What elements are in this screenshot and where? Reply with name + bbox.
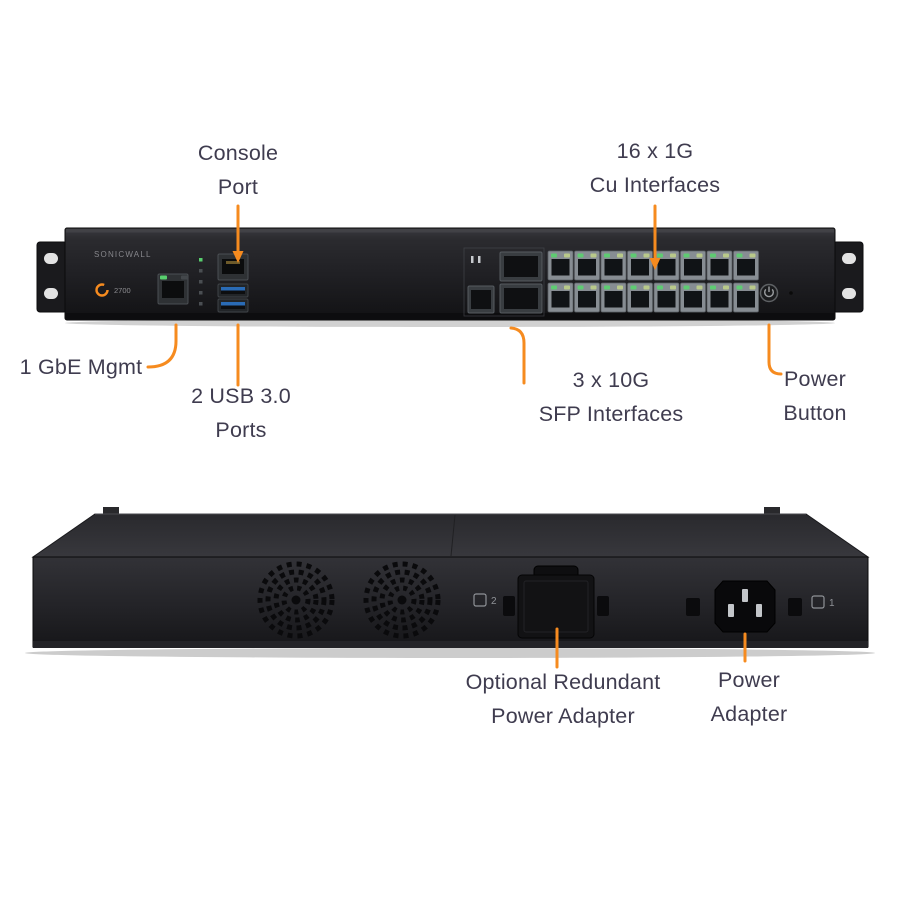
callout-power-adapter: Power Adapter [689, 663, 809, 731]
redundant-psu-slot [503, 565, 609, 639]
callout-redundant-psu: Optional Redundant Power Adapter [443, 665, 683, 733]
callout-lines [146, 204, 783, 669]
sonicwall-logo-icon [95, 283, 109, 297]
chassis-bottom-bevel [66, 313, 834, 319]
cu-arrowhead-icon [649, 258, 661, 270]
callout-usb-line1: 2 USB 3.0 [191, 384, 291, 408]
sfp-ports [463, 247, 545, 317]
chassis-top-highlight [66, 229, 834, 233]
callout-usb-line2: Ports [215, 418, 267, 442]
model-text: 2700 [114, 286, 131, 295]
callout-redundant-line1: Optional Redundant [465, 670, 661, 694]
ac-power-inlet [686, 580, 802, 633]
status-leds-icon [199, 258, 203, 306]
fan-grille-right-icon [363, 561, 441, 639]
callout-mgmt: 1 GbE Mgmt [16, 350, 146, 384]
power-button [759, 283, 779, 303]
power-button-leader-line [767, 323, 783, 376]
console-arrowhead-icon [232, 251, 244, 263]
callout-power-button-line2: Button [783, 401, 847, 425]
callout-power-adapter-line2: Adapter [710, 702, 788, 726]
callout-usb: 2 USB 3.0 Ports [151, 379, 331, 447]
rear-tab-left [103, 507, 119, 516]
console-port [217, 253, 249, 281]
cu-interface-bank [547, 250, 759, 313]
callout-cu-interfaces: 16 x 1G Cu Interfaces [545, 134, 765, 202]
top-seam [450, 514, 456, 557]
callout-sfp: 3 x 10G SFP Interfaces [501, 363, 721, 431]
callout-console-line2: Port [217, 175, 259, 199]
mgmt-port [157, 273, 189, 305]
callout-power-button: Power Button [755, 362, 875, 430]
mgmt-leader-line [146, 323, 178, 369]
callout-power-adapter-line1: Power [718, 668, 780, 692]
rack-ear-right-icon [832, 241, 864, 313]
svg-text:1: 1 [829, 598, 835, 609]
front-device: SONICWALL 2700 [36, 227, 864, 327]
callout-mgmt-line1: 1 GbE Mgmt [19, 355, 143, 379]
rear-shadow [25, 648, 875, 658]
callout-sfp-line2: SFP Interfaces [538, 402, 684, 426]
psu-slot1-marking: 1 [811, 595, 835, 609]
callout-redundant-line2: Power Adapter [491, 704, 635, 728]
brand-text: SONICWALL [94, 250, 152, 259]
callout-console-line1: Console [197, 141, 279, 165]
callout-cu-line1: 16 x 1G [616, 139, 694, 163]
rack-ear-left-icon [36, 241, 68, 313]
callout-sfp-line1: 3 x 10G [572, 368, 650, 392]
callout-cu-line2: Cu Interfaces [589, 173, 721, 197]
svg-text:2: 2 [491, 596, 497, 607]
callout-console-port: Console Port [148, 136, 328, 204]
reset-pinhole-icon [789, 291, 793, 295]
rear-bottom-lip [33, 641, 868, 648]
fan-grille-left-icon [257, 561, 335, 639]
rear-tab-right [764, 507, 780, 516]
rear-device: 2 1 [25, 507, 875, 658]
front-shadow [65, 319, 835, 327]
sfp-leader-line [509, 326, 526, 385]
usb-ports [217, 283, 249, 313]
callout-power-button-line1: Power [784, 367, 846, 391]
psu-slot2-marking: 2 [473, 593, 497, 607]
rear-top-surface [31, 513, 870, 558]
